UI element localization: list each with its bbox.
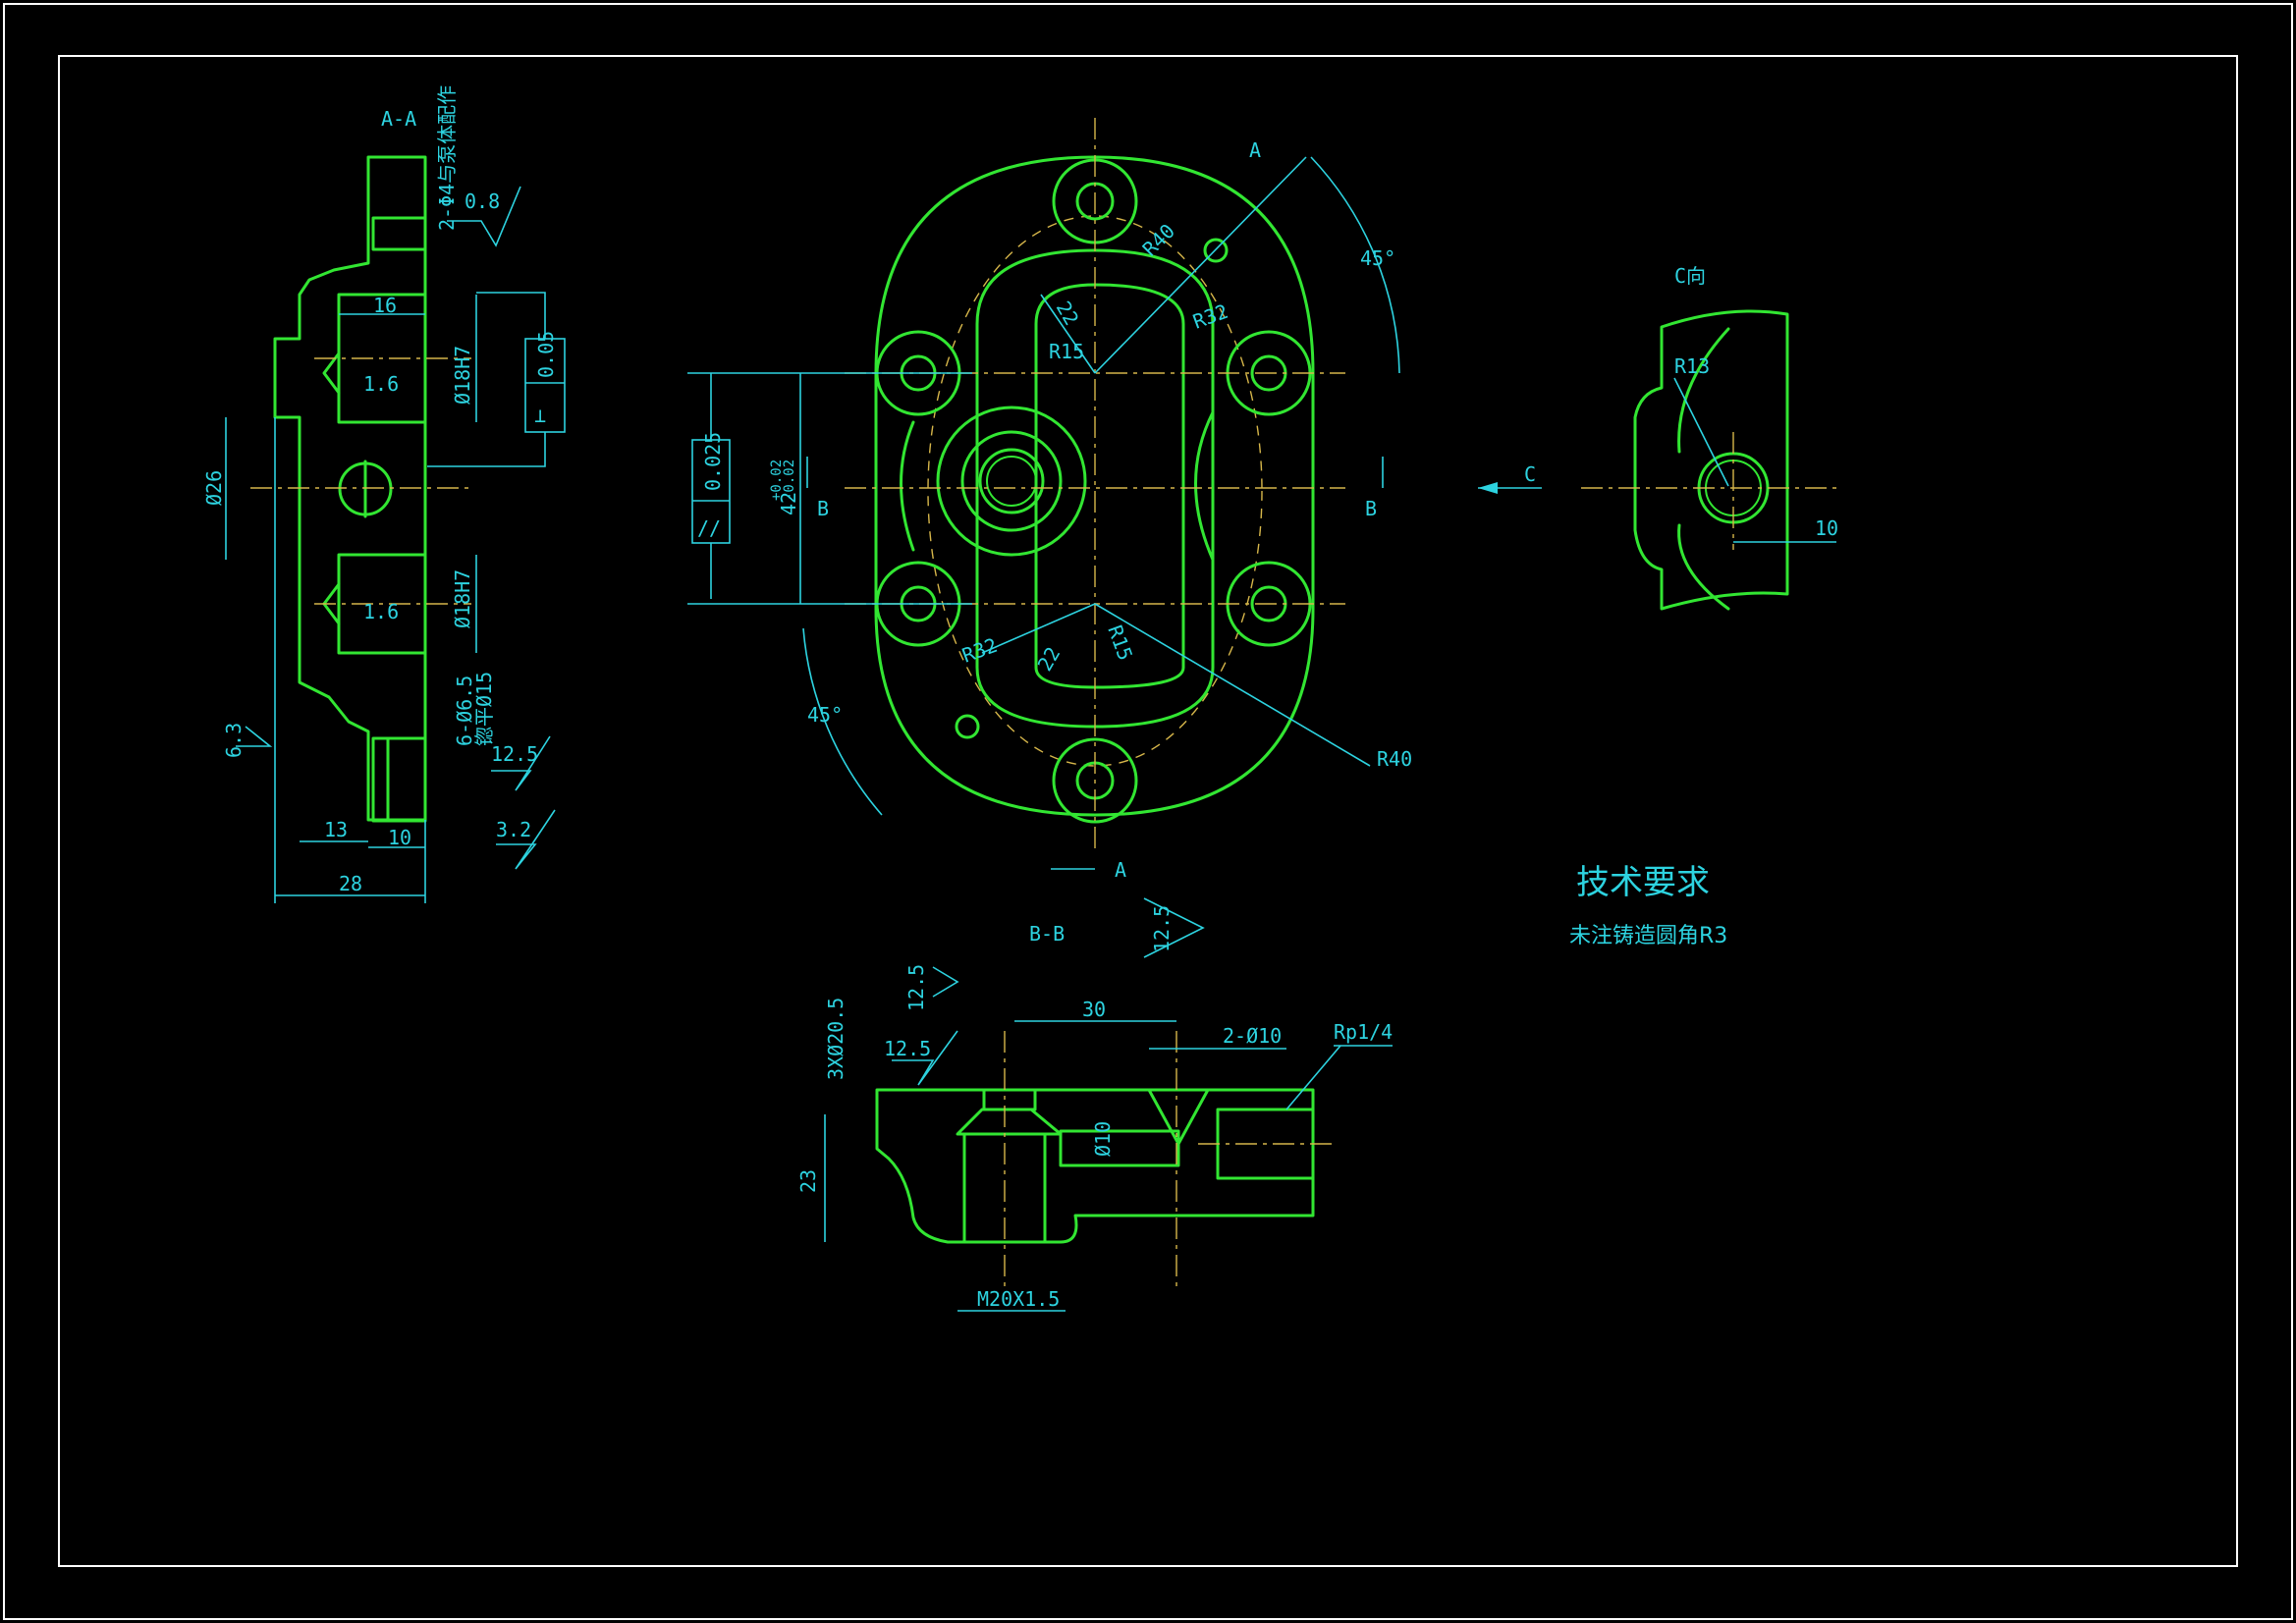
svg-text:3XØ20.5: 3XØ20.5: [824, 998, 847, 1080]
svg-text:12.5: 12.5: [1150, 905, 1174, 952]
svg-text:28: 28: [339, 872, 362, 895]
svg-text:Ø18H7: Ø18H7: [451, 346, 474, 405]
svg-text:6-Ø6.5: 6-Ø6.5: [453, 676, 476, 746]
outer-border: [3, 3, 2293, 1620]
svg-text:锪平Ø15: 锪平Ø15: [472, 672, 496, 746]
svg-text:B: B: [817, 497, 829, 520]
svg-text:A: A: [1249, 138, 1261, 162]
svg-text:2-Φ4与泵体配作: 2-Φ4与泵体配作: [435, 85, 459, 231]
svg-text://: //: [697, 516, 721, 540]
svg-text:2-Ø10: 2-Ø10: [1223, 1024, 1282, 1048]
inner-slot: [975, 248, 1215, 729]
svg-text:30: 30: [1082, 998, 1106, 1021]
svg-text:1.6: 1.6: [363, 600, 399, 623]
svg-text:⊥: ⊥: [534, 404, 546, 427]
svg-text:C向: C向: [1674, 264, 1706, 288]
svg-text:13: 13: [324, 818, 348, 841]
view-c: C向 R13 10: [1581, 264, 1838, 611]
svg-text:M20X1.5: M20X1.5: [977, 1287, 1060, 1311]
svg-text:3.2: 3.2: [496, 818, 531, 841]
section-bb-body: [875, 1088, 1315, 1244]
svg-text:0.05: 0.05: [534, 331, 558, 378]
svg-text:12.5: 12.5: [904, 964, 928, 1011]
svg-text:6.3: 6.3: [222, 723, 246, 758]
svg-text:0.8: 0.8: [465, 189, 500, 213]
shaft-hub: [936, 406, 1087, 557]
svg-text:C: C: [1524, 462, 1536, 486]
svg-text:1.6: 1.6: [363, 372, 399, 396]
svg-text:12.5: 12.5: [884, 1037, 931, 1060]
inner-border: [58, 55, 2238, 1567]
svg-text:22: 22: [1052, 298, 1084, 330]
svg-text:R15: R15: [1049, 340, 1084, 363]
svg-text:Ø26: Ø26: [202, 470, 226, 506]
svg-text:23: 23: [796, 1169, 820, 1193]
svg-text:12.5: 12.5: [491, 742, 538, 766]
bore-d10: [1059, 1129, 1180, 1167]
technical-requirements: 技术要求 未注铸造圆角R3: [1569, 863, 1727, 948]
svg-text:10: 10: [388, 826, 411, 849]
svg-text:+0.02: +0.02: [769, 460, 785, 501]
front-view: B B A A R40 R40 R32 R32 R15 R15 22 22 45…: [687, 118, 1542, 882]
tech-title: 技术要求: [1576, 863, 1710, 902]
tech-note: 未注铸造圆角R3: [1569, 924, 1727, 948]
svg-text:16: 16: [373, 294, 397, 317]
svg-text:-0.02: -0.02: [782, 460, 797, 501]
bore-upper: [337, 293, 427, 424]
svg-text:A: A: [1115, 858, 1126, 882]
svg-text:Rp1/4: Rp1/4: [1334, 1020, 1393, 1044]
svg-text:B: B: [1365, 497, 1377, 520]
view-c-outline: [1633, 309, 1789, 611]
svg-text:B-B: B-B: [1029, 922, 1065, 946]
svg-text:0.025: 0.025: [701, 432, 725, 491]
svg-text:R32: R32: [1190, 299, 1231, 334]
svg-text:45°: 45°: [807, 703, 843, 727]
svg-text:10: 10: [1815, 516, 1838, 540]
svg-text:R40: R40: [1377, 747, 1412, 771]
svg-text:R32: R32: [959, 633, 1001, 668]
boss-bottom: [1052, 737, 1138, 824]
section-aa-label: A-A: [381, 107, 416, 131]
cover-outline: [874, 155, 1315, 817]
svg-text:Ø18H7: Ø18H7: [451, 569, 474, 628]
svg-text:Ø10: Ø10: [1091, 1121, 1115, 1157]
section-bb-view: B-B 30 2-Ø10 Rp1/4 Ø10 23 3XØ20.5 M20X1.…: [796, 897, 1393, 1312]
section-aa-view: A-A 16 Ø18H7 Ø18H7 Ø26 6-Ø6.5 锪平Ø15 2-Φ4…: [202, 85, 566, 903]
svg-text:R15: R15: [1103, 622, 1137, 664]
svg-text:42: 42: [777, 492, 800, 515]
svg-text:R13: R13: [1674, 354, 1710, 378]
svg-text:45°: 45°: [1360, 246, 1395, 270]
bore-lower: [337, 553, 427, 655]
